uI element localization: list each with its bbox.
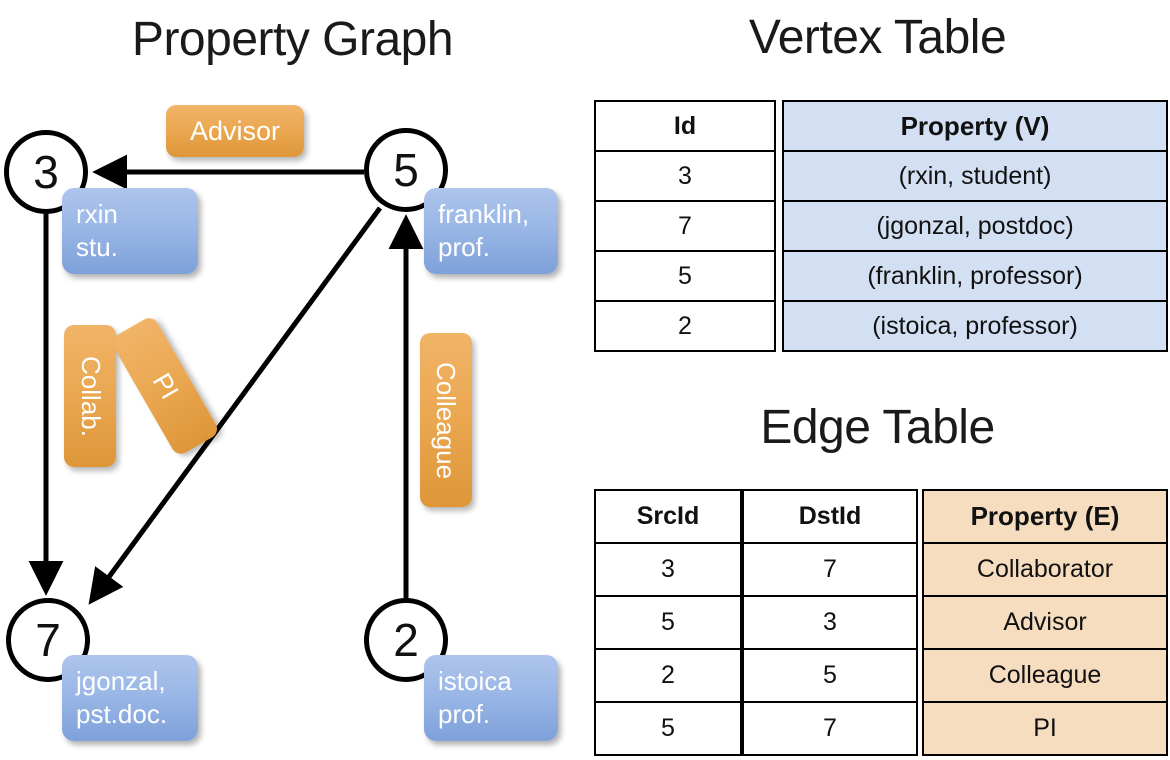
vertex-row-0-property: (rxin, student) xyxy=(782,150,1168,202)
edge-5-to-7-pi xyxy=(88,206,383,605)
edge-row-3-src: 5 xyxy=(594,701,742,756)
table-row[interactable]: 5 xyxy=(594,250,776,302)
edge-row-1-src: 5 xyxy=(594,595,742,650)
node-property-istoica-line1: istoica xyxy=(438,666,512,696)
node-property-franklin-line2: prof. xyxy=(438,231,491,262)
table-header-row: DstId xyxy=(742,489,918,544)
table-row[interactable]: Collaborator xyxy=(922,542,1168,597)
edge-label-box-colleague[interactable]: Colleague xyxy=(420,333,472,507)
node-property-jgonzal-line1: jgonzal, xyxy=(76,666,166,696)
table-row[interactable]: 3 xyxy=(594,542,742,597)
node-property-box-istoica[interactable]: istoica prof. xyxy=(424,655,558,741)
vertex-row-2-property: (franklin, professor) xyxy=(782,250,1168,302)
edge-label-advisor: Advisor xyxy=(189,115,281,146)
edge-table-srcid-column: SrcId 3 5 2 5 xyxy=(594,489,742,756)
property-graph-diagram: 3 5 7 2 rxin stu. franklin, prof. jgonza… xyxy=(4,105,558,741)
table-row[interactable]: (istoica, professor) xyxy=(782,300,1168,352)
table-row[interactable]: 7 xyxy=(742,701,918,756)
table-row[interactable]: 7 xyxy=(594,200,776,252)
edge-table-header-dstid: DstId xyxy=(742,489,918,544)
edge-table-dstid-column: DstId 7 3 5 7 xyxy=(742,489,918,756)
table-row[interactable]: PI xyxy=(922,701,1168,756)
table-header-row: SrcId xyxy=(594,489,742,544)
edge-row-3-dst: 7 xyxy=(742,701,918,756)
graph-edges-svg xyxy=(28,154,424,605)
edge-row-0-src: 3 xyxy=(594,542,742,597)
edge-row-3-property: PI xyxy=(922,701,1168,756)
edge-label-pi: PI xyxy=(146,367,185,404)
vertex-row-0-id: 3 xyxy=(594,150,776,202)
table-row[interactable]: (franklin, professor) xyxy=(782,250,1168,302)
table-row[interactable]: (rxin, student) xyxy=(782,150,1168,202)
page-title-edge-table: Edge Table xyxy=(760,401,995,454)
table-row[interactable]: 5 xyxy=(594,595,742,650)
vertex-table-header-property: Property (V) xyxy=(782,100,1168,152)
table-header-row: Id xyxy=(594,100,776,152)
edge-row-0-property: Collaborator xyxy=(922,542,1168,597)
node-property-rxin-line2: stu. xyxy=(76,231,118,262)
table-row[interactable]: Colleague xyxy=(922,648,1168,703)
edge-table-property-column: Property (E) Collaborator Advisor Collea… xyxy=(922,489,1168,756)
graph-node-7-id: 7 xyxy=(35,614,61,666)
edge-row-2-dst: 5 xyxy=(742,648,918,703)
graph-node-2[interactable]: 2 xyxy=(364,598,448,682)
vertex-table-header-id: Id xyxy=(594,100,776,152)
edge-row-1-dst: 3 xyxy=(742,595,918,650)
table-row[interactable]: 5 xyxy=(742,648,918,703)
edge-label-box-advisor[interactable]: Advisor xyxy=(166,105,304,157)
node-property-istoica-line2: prof. xyxy=(438,698,491,729)
table-row[interactable]: 2 xyxy=(594,648,742,703)
edge-row-2-property: Colleague xyxy=(922,648,1168,703)
table-row[interactable]: (jgonzal, postdoc) xyxy=(782,200,1168,252)
edge-label-collab: Collab. xyxy=(75,355,106,437)
table-row[interactable]: 5 xyxy=(594,701,742,756)
vertex-table-property-column: Property (V) (rxin, student) (jgonzal, p… xyxy=(782,100,1168,352)
table-row[interactable]: 2 xyxy=(594,300,776,352)
vertex-row-2-id: 5 xyxy=(594,250,776,302)
edge-table-header-property: Property (E) xyxy=(922,489,1168,544)
node-property-box-jgonzal[interactable]: jgonzal, pst.doc. xyxy=(62,655,198,741)
edge-row-0-dst: 7 xyxy=(742,542,918,597)
edge-label-colleague: Colleague xyxy=(431,361,462,479)
graph-node-5-id: 5 xyxy=(393,144,419,196)
table-row[interactable]: 3 xyxy=(742,595,918,650)
table-header-row: Property (V) xyxy=(782,100,1168,152)
graph-node-5[interactable]: 5 xyxy=(364,128,448,212)
node-property-box-rxin[interactable]: rxin stu. xyxy=(62,188,198,274)
node-property-rxin-line1: rxin xyxy=(76,199,118,229)
vertex-table-id-column: Id 3 7 5 2 xyxy=(594,100,776,352)
graph-node-2-id: 2 xyxy=(393,614,419,666)
edge-table-header-srcid: SrcId xyxy=(594,489,742,544)
table-header-row: Property (E) xyxy=(922,489,1168,544)
edge-row-1-property: Advisor xyxy=(922,595,1168,650)
node-property-box-franklin[interactable]: franklin, prof. xyxy=(424,188,558,274)
table-row[interactable]: Advisor xyxy=(922,595,1168,650)
vertex-row-1-property: (jgonzal, postdoc) xyxy=(782,200,1168,252)
vertex-row-3-id: 2 xyxy=(594,300,776,352)
page-title-property-graph: Property Graph xyxy=(131,13,454,66)
table-row[interactable]: 3 xyxy=(594,150,776,202)
node-property-jgonzal-line2: pst.doc. xyxy=(76,698,168,729)
node-property-franklin-line1: franklin, xyxy=(438,199,530,229)
edge-row-2-src: 2 xyxy=(594,648,742,703)
graph-node-3-id: 3 xyxy=(33,146,59,198)
table-row[interactable]: 7 xyxy=(742,542,918,597)
edge-label-box-collab[interactable]: Collab. xyxy=(64,325,116,467)
page-title-vertex-table: Vertex Table xyxy=(748,11,1007,64)
vertex-row-1-id: 7 xyxy=(594,200,776,252)
vertex-row-3-property: (istoica, professor) xyxy=(782,300,1168,352)
